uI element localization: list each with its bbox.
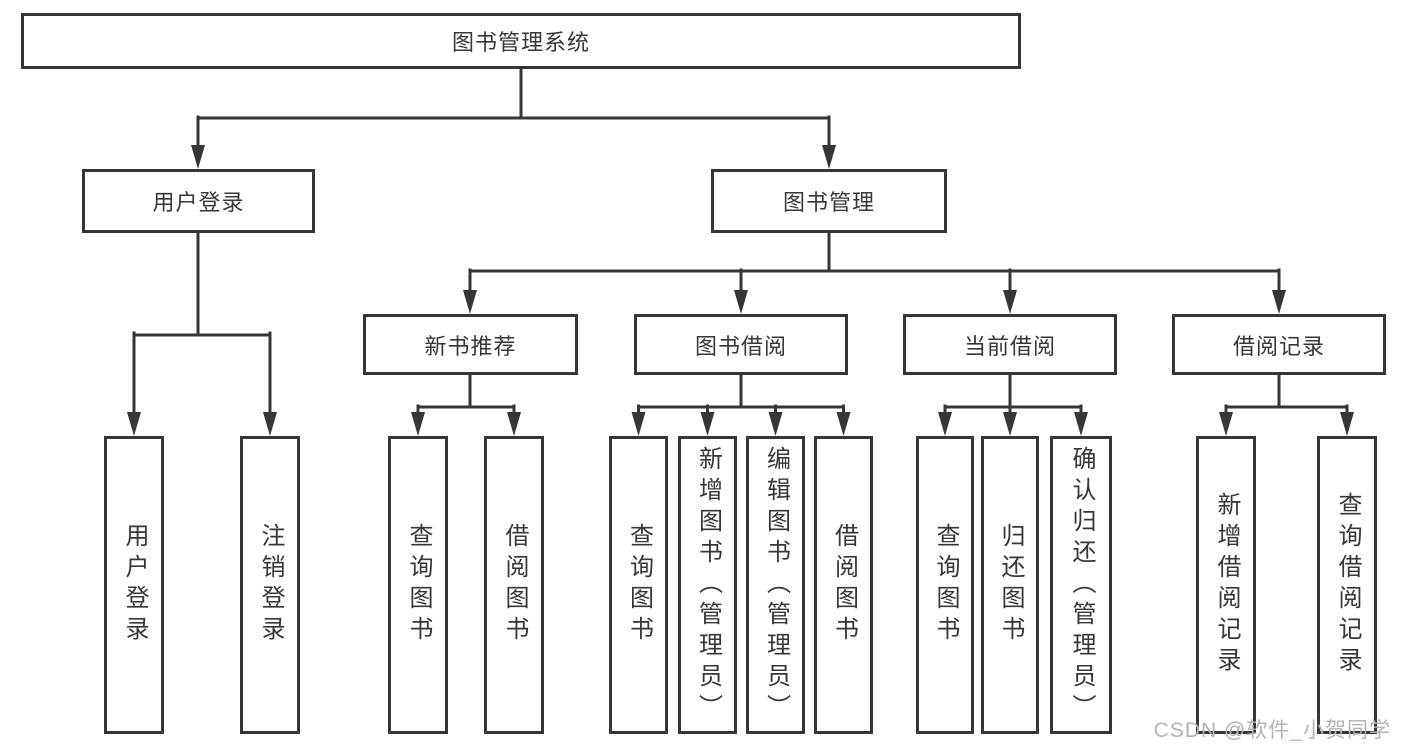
node-label: 图书管理	[782, 190, 875, 215]
node-label: 查询图书	[405, 523, 432, 647]
leaf-user-login: 用户登录	[104, 436, 164, 734]
node-label: 图书借阅	[694, 333, 787, 359]
node-label: 当前借阅	[963, 333, 1056, 359]
leaf-edit-book-admin: 编辑图书（管理员）	[746, 436, 805, 734]
node-current-borrowing: 当前借阅	[903, 314, 1117, 375]
node-label: 用户登录	[152, 190, 245, 215]
leaf-add-book-admin: 新增图书（管理员）	[678, 436, 737, 734]
arrowheads	[127, 145, 1354, 436]
node-label: 查询借阅记录	[1334, 492, 1361, 678]
node-library-management-system: 图书管理系统	[21, 13, 1021, 69]
node-label: 用户登录	[121, 523, 148, 647]
leaf-borrow-books: 借阅图书	[814, 436, 873, 734]
node-label: 确认归还（管理员）	[1068, 445, 1095, 725]
leaf-logout: 注销登录	[240, 436, 300, 734]
node-label: 编辑图书（管理员）	[762, 445, 790, 725]
node-label: 归还图书	[997, 523, 1024, 647]
leaf-confirm-return-admin: 确认归还（管理员）	[1050, 436, 1112, 734]
node-label: 注销登录	[257, 523, 284, 647]
node-label: 借阅记录	[1232, 333, 1325, 359]
node-label: 借阅图书	[830, 523, 858, 647]
node-label: 查询图书	[932, 523, 959, 647]
leaf-query-borrowing-record: 查询借阅记录	[1317, 436, 1377, 734]
leaf-query-books-recommend: 查询图书	[388, 436, 448, 734]
node-label: 图书管理系统	[451, 30, 590, 55]
node-label: 新增借阅记录	[1213, 492, 1240, 678]
leaf-return-books: 归还图书	[981, 436, 1039, 734]
node-borrowing-records: 借阅记录	[1172, 314, 1386, 375]
leaf-query-books-borrowing: 查询图书	[609, 436, 668, 734]
csdn-watermark: CSDN @软件_小贺同学	[1153, 719, 1391, 742]
node-new-book-recommendation: 新书推荐	[363, 314, 578, 375]
node-label: 新书推荐	[424, 333, 517, 359]
node-label: 查询图书	[625, 523, 653, 647]
leaf-add-borrowing-record: 新增借阅记录	[1196, 436, 1256, 734]
node-label: 新增图书（管理员）	[694, 445, 722, 725]
leaf-borrow-books-recommend: 借阅图书	[484, 436, 544, 734]
node-label: 借阅图书	[501, 523, 528, 647]
node-user-login: 用户登录	[82, 169, 315, 233]
node-book-borrowing: 图书借阅	[634, 314, 848, 375]
node-book-management: 图书管理	[711, 169, 947, 233]
leaf-query-books-current: 查询图书	[916, 436, 974, 734]
